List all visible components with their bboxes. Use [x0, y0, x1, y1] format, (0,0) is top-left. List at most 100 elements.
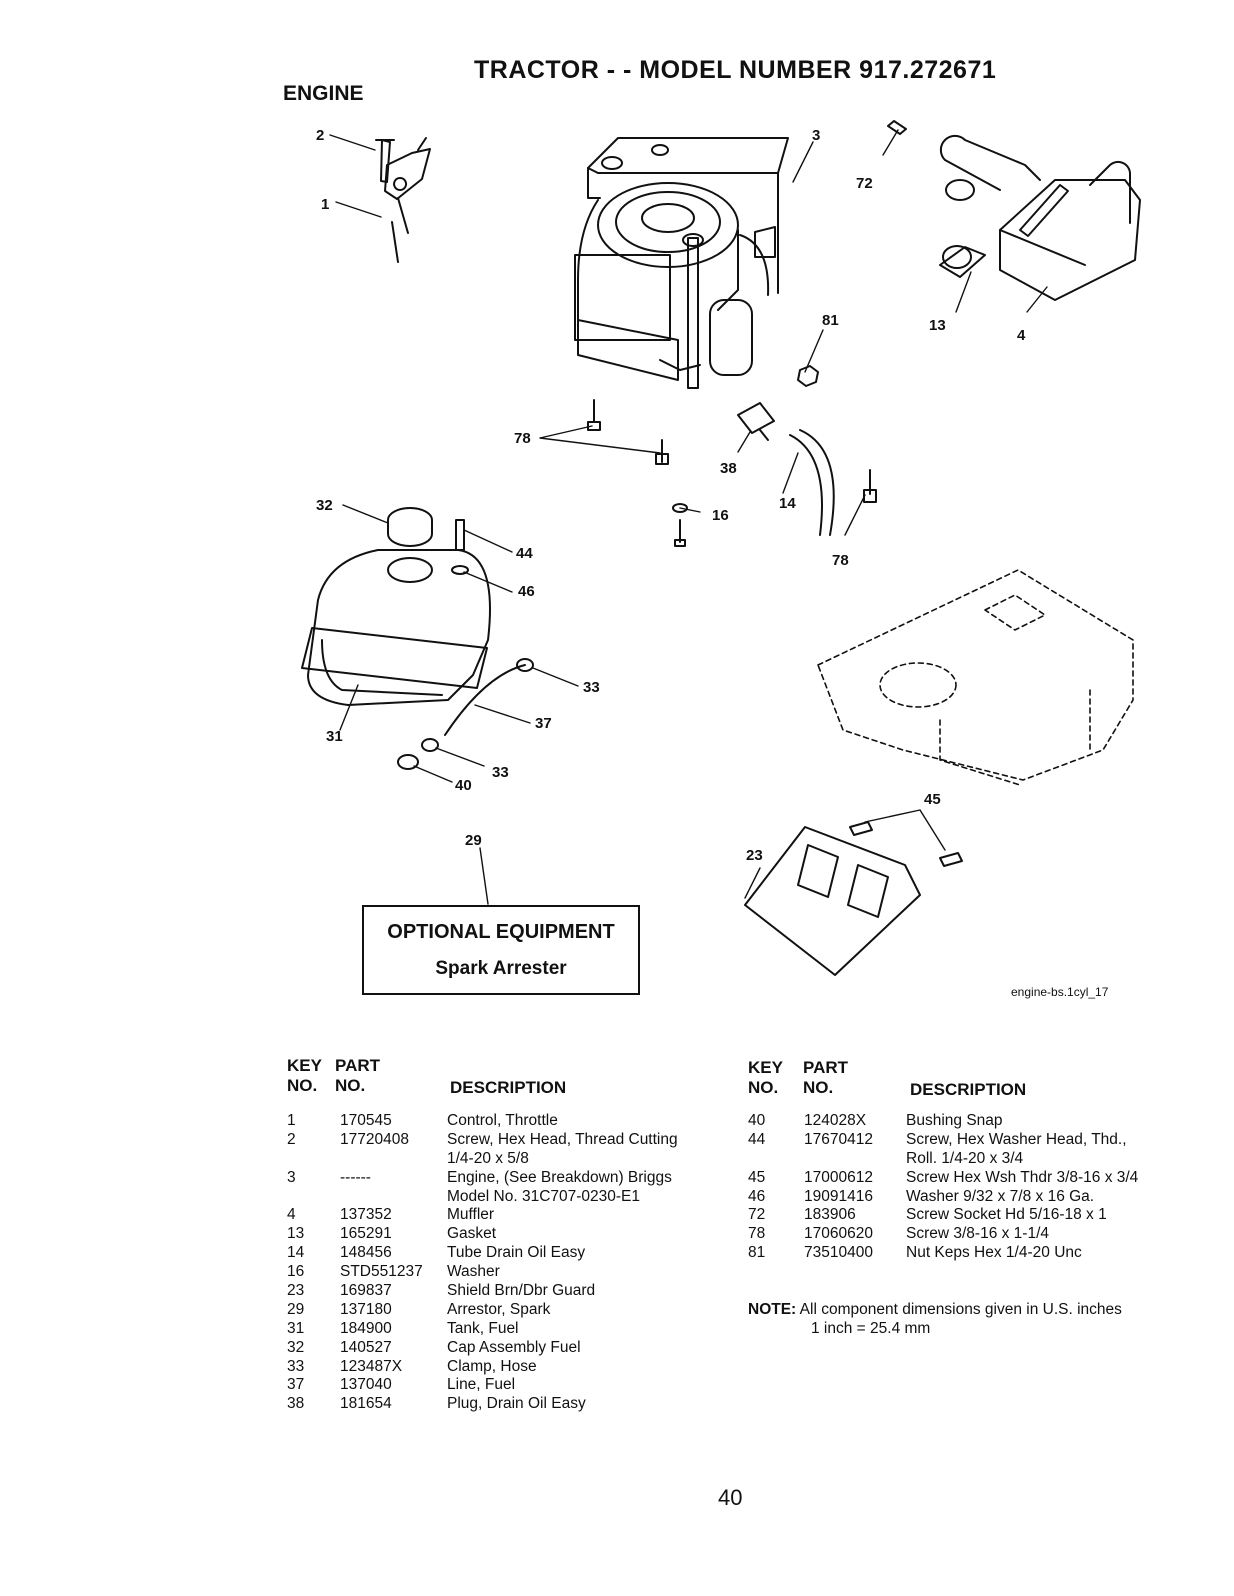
row-description: Model No. 31C707-0230-E1 — [447, 1187, 641, 1205]
row-description: Bushing Snap — [906, 1112, 1003, 1129]
muffler-drawing — [939, 134, 1141, 301]
header-part: PART — [803, 1058, 849, 1077]
bushing-40-drawing — [397, 754, 419, 770]
bolt-78-left-drawing — [587, 399, 601, 431]
row-part-no: STD551237 — [340, 1263, 423, 1281]
fuel-tank-drawing — [301, 549, 491, 706]
callout-38: 38 — [720, 460, 737, 477]
row-description: Muffler — [447, 1206, 495, 1224]
row-key-no: 81 — [748, 1244, 766, 1262]
row-description: 1/4-20 x 5/8 — [447, 1149, 529, 1167]
row-key-no: 72 — [748, 1206, 766, 1224]
row-description: Screw 3/8-16 x 1-1/4 — [906, 1225, 1050, 1243]
row-key-no: 16 — [287, 1263, 305, 1281]
row-part-no: 137180 — [340, 1300, 392, 1318]
figure-reference: engine-bs.1cyl_17 — [1011, 985, 1109, 999]
header-no: NO. — [748, 1078, 779, 1097]
row-key-no: 78 — [748, 1225, 766, 1243]
header-part-no: NO. — [803, 1078, 834, 1097]
row-key-no: 44 — [748, 1130, 766, 1148]
row-key-no: 31 — [287, 1319, 305, 1337]
header-key: KEY — [287, 1056, 322, 1075]
page-number: 40 — [718, 1485, 743, 1510]
callout-1: 1 — [321, 196, 329, 213]
fuel-line-drawing — [444, 664, 526, 736]
drain-plug-drawing — [737, 402, 775, 441]
leader-lines — [329, 129, 1048, 905]
screw-45-upper-drawing — [849, 821, 873, 836]
row-part-no: 73510400 — [804, 1244, 873, 1262]
row-key-no: 37 — [287, 1376, 305, 1394]
row-description: Roll. 1/4-20 x 3/4 — [906, 1149, 1024, 1167]
row-key-no: 29 — [287, 1300, 305, 1318]
row-part-no: ------ — [340, 1168, 371, 1186]
row-description: Screw Socket Hd 5/16-18 x 1 — [906, 1206, 1107, 1224]
row-key-no: 46 — [748, 1187, 766, 1205]
row-description: Cap Assembly Fuel — [447, 1338, 581, 1356]
callout-81: 81 — [822, 312, 839, 329]
row-description: Arrestor, Spark — [447, 1300, 551, 1318]
callout-2: 2 — [316, 127, 324, 144]
clamp-33-upper-drawing — [516, 658, 534, 672]
callout-46: 46 — [518, 583, 535, 600]
row-description: Screw Hex Wsh Thdr 3/8-16 x 3/4 — [906, 1168, 1139, 1186]
row-description: Screw, Hex Washer Head, Thd., — [906, 1130, 1127, 1148]
row-part-no: 183906 — [804, 1206, 856, 1224]
header-part: PART — [335, 1056, 381, 1075]
bolt-72-drawing — [887, 120, 907, 135]
optional-equipment-title: OPTIONAL EQUIPMENT — [387, 921, 615, 943]
row-description: Tube Drain Oil Easy — [447, 1244, 586, 1262]
optional-equipment-item: Spark Arrester — [435, 958, 567, 979]
row-key-no: 1 — [287, 1112, 296, 1129]
header-no: NO. — [287, 1076, 318, 1095]
callout-23: 23 — [746, 847, 763, 864]
bolt-78-right-drawing — [863, 469, 877, 503]
row-key-no: 13 — [287, 1225, 305, 1243]
row-part-no: 165291 — [340, 1225, 392, 1243]
callout-29: 29 — [465, 832, 482, 849]
row-description: Washer 9/32 x 7/8 x 16 Ga. — [906, 1187, 1095, 1205]
row-description: Nut Keps Hex 1/4-20 Unc — [906, 1244, 1082, 1262]
page-title: TRACTOR - - MODEL NUMBER 917.272671 — [474, 56, 997, 84]
row-key-no: 38 — [287, 1395, 305, 1413]
callout-16: 16 — [712, 507, 729, 524]
row-description: Tank, Fuel — [447, 1319, 519, 1337]
callout-14: 14 — [779, 495, 796, 512]
callout-78-lower: 78 — [832, 552, 849, 569]
row-key-no: 32 — [287, 1338, 305, 1356]
note-label: NOTE: — [748, 1301, 797, 1318]
callout-3: 3 — [812, 127, 820, 144]
note: NOTE: All component dimensions given in … — [748, 1300, 1122, 1337]
row-description: Clamp, Hose — [447, 1357, 537, 1375]
row-part-no: 19091416 — [804, 1187, 873, 1205]
row-part-no: 148456 — [340, 1244, 392, 1262]
callout-72: 72 — [856, 175, 873, 192]
row-part-no: 17060620 — [804, 1225, 873, 1243]
row-description: Gasket — [447, 1225, 497, 1243]
header-key: KEY — [748, 1058, 783, 1077]
row-description: Washer — [447, 1263, 500, 1281]
throttle-control-drawing — [375, 137, 431, 263]
row-key-no: 45 — [748, 1168, 766, 1186]
callout-33-lower: 33 — [492, 764, 509, 781]
header-description: DESCRIPTION — [910, 1080, 1027, 1099]
screw-44-drawing — [455, 519, 465, 551]
note-line-1: All component dimensions given in U.S. i… — [799, 1301, 1122, 1318]
row-description: Engine, (See Breakdown) Briggs — [447, 1168, 672, 1186]
row-part-no: 17720408 — [340, 1130, 409, 1148]
row-key-no: 23 — [287, 1282, 305, 1300]
row-part-no: 137040 — [340, 1376, 392, 1394]
row-part-no: 123487X — [340, 1357, 403, 1375]
washer-16-drawing — [672, 503, 688, 513]
row-part-no: 181654 — [340, 1395, 392, 1413]
row-key-no: 33 — [287, 1357, 305, 1375]
row-description: Line, Fuel — [447, 1376, 516, 1394]
callout-32: 32 — [316, 497, 333, 514]
fuel-cap-drawing — [387, 507, 433, 547]
washer-46-drawing — [451, 565, 469, 575]
callout-13: 13 — [929, 317, 946, 334]
row-part-no: 137352 — [340, 1206, 392, 1224]
row-key-no: 40 — [748, 1112, 766, 1129]
optional-equipment-box: OPTIONAL EQUIPMENT Spark Arrester — [362, 905, 640, 995]
nut-81-drawing — [797, 365, 819, 387]
